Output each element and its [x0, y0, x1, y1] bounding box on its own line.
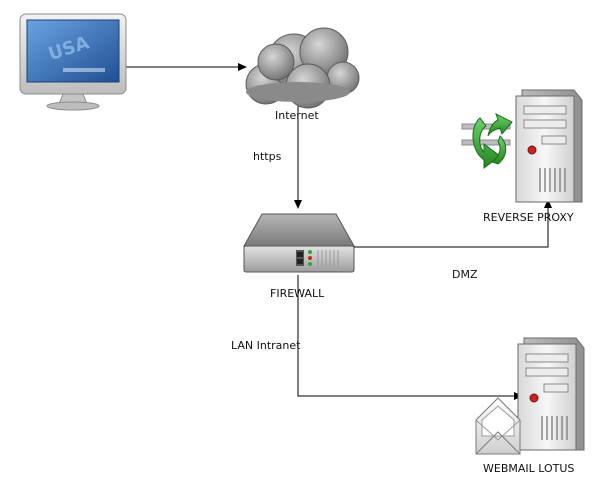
dmz-label: DMZ — [452, 268, 478, 281]
desktop-monitor-icon: USA — [19, 13, 127, 111]
https-label: https — [253, 150, 282, 163]
reverse-proxy-server-icon — [515, 89, 583, 203]
firewall-label: FIREWALL — [270, 287, 325, 300]
envelope-icon — [475, 397, 521, 455]
edge-firewall-to-reverse-proxy — [354, 199, 552, 248]
edge-firewall-to-webmail — [297, 275, 523, 400]
recycle-icon — [461, 113, 513, 169]
reverse-proxy-label: REVERSE PROXY — [483, 211, 574, 224]
firewall-appliance-icon — [243, 213, 355, 273]
internet-label: Internet — [275, 109, 319, 122]
connector-lines — [126, 63, 552, 400]
cloud-icon — [245, 27, 360, 109]
webmail-server-icon — [517, 337, 585, 451]
webmail-lotus-label: WEBMAIL LOTUS — [483, 462, 575, 475]
lan-intranet-label: LAN Intranet — [231, 339, 301, 352]
